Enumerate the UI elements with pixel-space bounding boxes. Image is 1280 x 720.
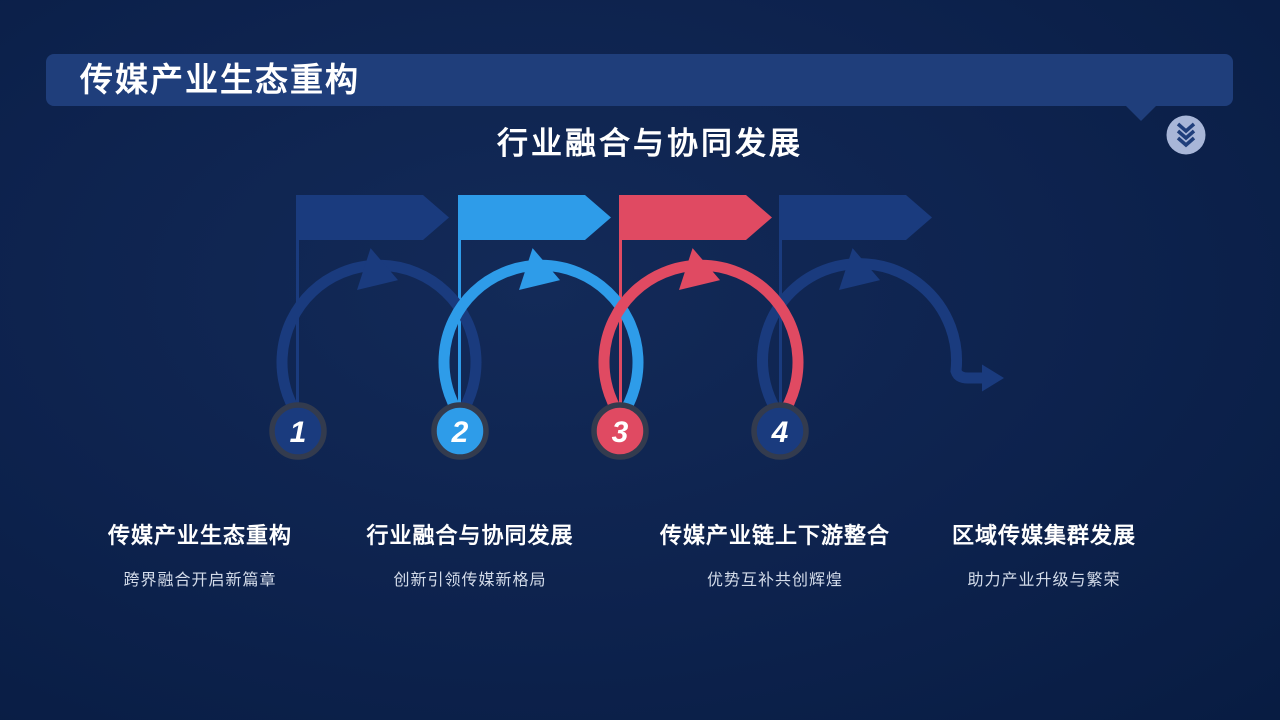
step-4-flag-group	[779, 195, 932, 431]
step-3-subtitle: 优势互补共创辉煌	[706, 572, 843, 589]
step-2-label-block: 行业融合与协同发展 创新引领传媒新格局	[320, 518, 620, 590]
flag-banner-1	[296, 195, 449, 240]
title-banner: 传媒产业生态重构	[46, 54, 1233, 155]
number-circle-4	[751, 402, 809, 460]
step-4-number-badge: 4	[751, 402, 809, 460]
step-number-1: 1	[290, 416, 307, 449]
loop-arrowhead-4	[838, 248, 881, 290]
number-circle-1	[269, 402, 327, 460]
step-3-title: 传媒产业链上下游整合	[659, 523, 890, 548]
step-3-number-badge: 3	[591, 402, 649, 460]
step-number-4: 4	[771, 416, 789, 449]
chevron-1	[1176, 122, 1196, 134]
step-3-flag-group	[619, 195, 772, 431]
step-4-loop-arrow	[757, 248, 1004, 429]
step-3-loop-arrow	[598, 248, 804, 429]
slide-subtitle: 行业融合与协同发展	[497, 126, 803, 161]
step-1-subtitle: 跨界融合开启新篇章	[123, 572, 277, 589]
step-4-subtitle: 助力产业升级与繁荣	[967, 572, 1121, 589]
step-2-loop-arrow	[438, 248, 644, 429]
step-1-label-block: 传媒产业生态重构 跨界融合开启新篇章	[50, 518, 350, 590]
step-1-number-badge: 1	[269, 402, 327, 460]
loop-arrowhead-2	[518, 248, 561, 290]
step-4-label-block: 区域传媒集群发展 助力产业升级与繁荣	[894, 518, 1194, 590]
banner-tail-pointer	[1125, 105, 1157, 121]
step-1-flag-group	[296, 195, 449, 431]
step-2-number-badge: 2	[431, 402, 489, 460]
loop-arc-4	[757, 258, 982, 429]
loop-arrowhead-1	[356, 248, 399, 290]
step-1-title: 传媒产业生态重构	[107, 523, 292, 548]
step-2-title: 行业融合与协同发展	[366, 523, 574, 548]
step-number-2: 2	[451, 416, 469, 449]
triple-chevron-down-icon	[1166, 115, 1206, 155]
flag-banner-4	[779, 195, 932, 240]
step-2-flag-group	[458, 195, 611, 431]
chevron-3	[1176, 136, 1196, 148]
number-circle-2	[431, 402, 489, 460]
exit-arrowhead	[982, 364, 1004, 392]
step-number-3: 3	[612, 416, 629, 449]
page-title: 传媒产业生态重构	[80, 61, 360, 98]
step-4-title: 区域传媒集群发展	[951, 523, 1136, 548]
flag-banner-3	[619, 195, 772, 240]
step-3-label-block: 传媒产业链上下游整合 优势互补共创辉煌	[625, 518, 925, 590]
loop-arrowhead-3	[678, 248, 721, 290]
number-circle-3	[591, 402, 649, 460]
chevron-2	[1176, 129, 1196, 141]
flag-banner-2	[458, 195, 611, 240]
icon-circle	[1166, 115, 1206, 155]
step-1-loop-arrow	[276, 248, 482, 429]
step-2-subtitle: 创新引领传媒新格局	[393, 572, 547, 589]
